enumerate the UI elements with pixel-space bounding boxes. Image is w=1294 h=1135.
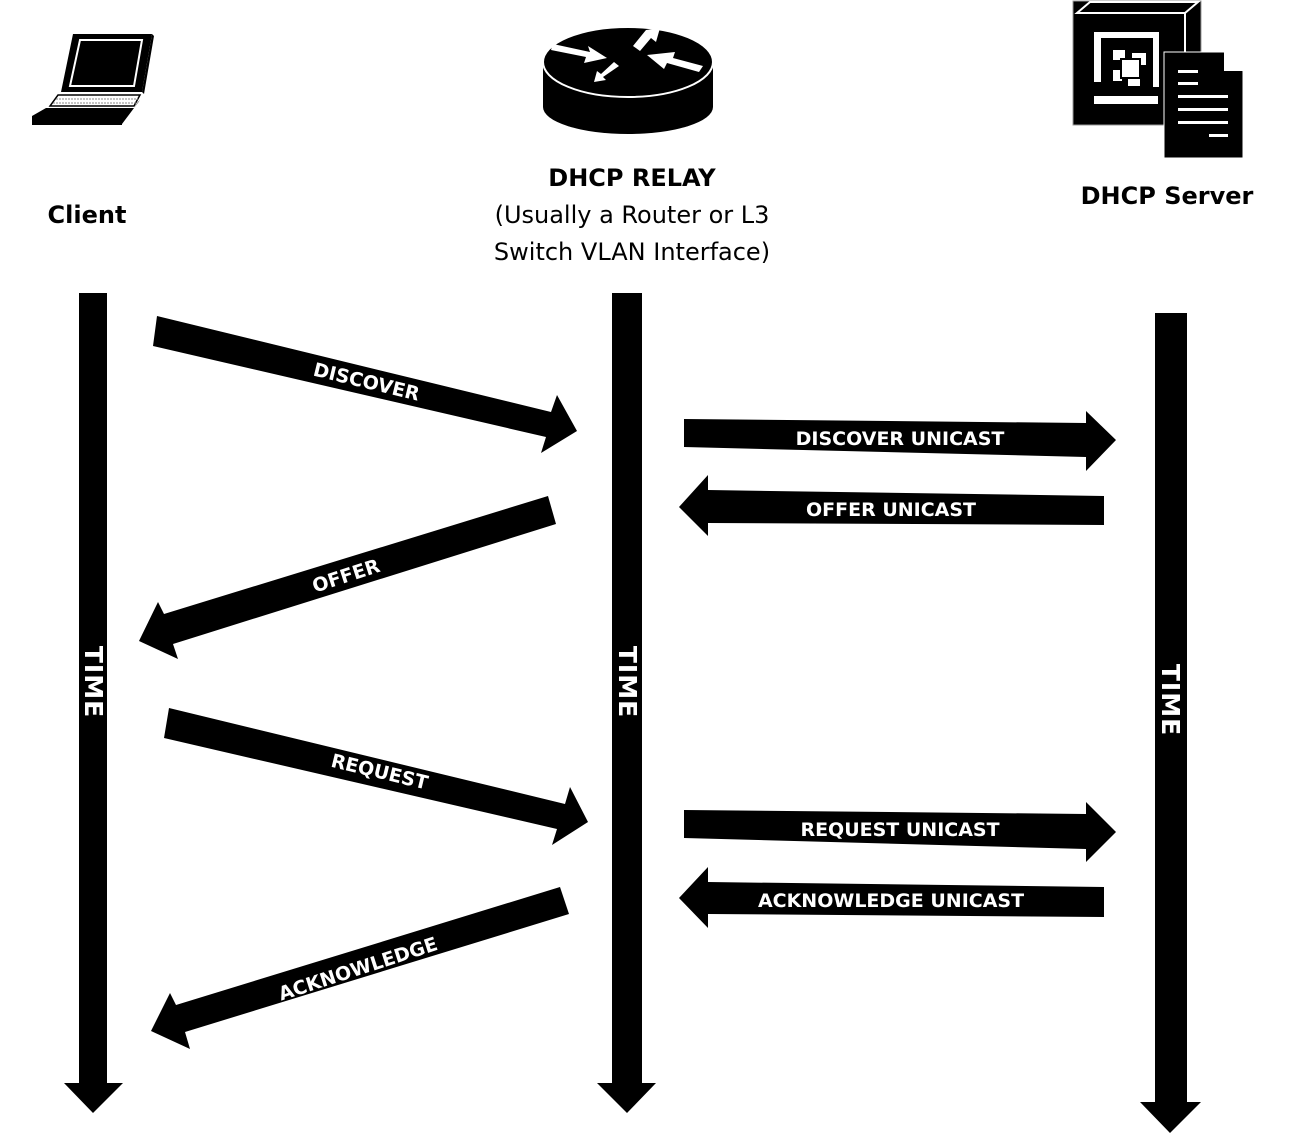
message-arrow-offer: OFFER xyxy=(139,496,556,659)
message-arrow-offer-unicast: OFFER UNICAST xyxy=(679,475,1104,536)
client-label: Client xyxy=(48,201,127,229)
relay-time-label: TIME xyxy=(613,646,642,718)
relay-timeline-arrowhead xyxy=(597,1083,656,1113)
message-arrow-discover-unicast: DISCOVER UNICAST xyxy=(684,411,1116,471)
relay-label: DHCP RELAY xyxy=(548,164,716,192)
message-label-discover: DISCOVER xyxy=(311,359,422,406)
server-icon xyxy=(1072,0,1244,159)
server-timeline: TIME xyxy=(1140,313,1201,1133)
message-arrow-request: REQUEST xyxy=(164,708,588,845)
server-timeline-arrowhead xyxy=(1140,1102,1201,1133)
message-arrow-acknowledge-unicast: ACKNOWLEDGE UNICAST xyxy=(679,867,1104,928)
client-time-label: TIME xyxy=(79,646,108,718)
server-time-label: TIME xyxy=(1156,664,1185,736)
client-timeline-arrowhead xyxy=(64,1083,123,1113)
message-label-discover-unicast: DISCOVER UNICAST xyxy=(796,428,1005,450)
message-arrow-discover: DISCOVER xyxy=(153,316,577,453)
message-label-acknowledge-unicast: ACKNOWLEDGE UNICAST xyxy=(758,890,1024,912)
relay-sublabel-line1: (Usually a Router or L3 xyxy=(495,201,770,229)
client-timeline: TIME xyxy=(64,293,123,1113)
message-label-request-unicast: REQUEST UNICAST xyxy=(800,819,999,841)
message-label-offer-unicast: OFFER UNICAST xyxy=(806,499,976,521)
laptop-icon xyxy=(32,34,154,125)
server-label: DHCP Server xyxy=(1081,182,1254,210)
message-arrow-request-unicast: REQUEST UNICAST xyxy=(684,802,1116,862)
relay-sublabel-line2: Switch VLAN Interface) xyxy=(494,238,770,266)
message-arrow-acknowledge: ACKNOWLEDGE xyxy=(151,887,569,1049)
router-icon xyxy=(542,26,714,134)
relay-timeline: TIME xyxy=(597,293,656,1113)
